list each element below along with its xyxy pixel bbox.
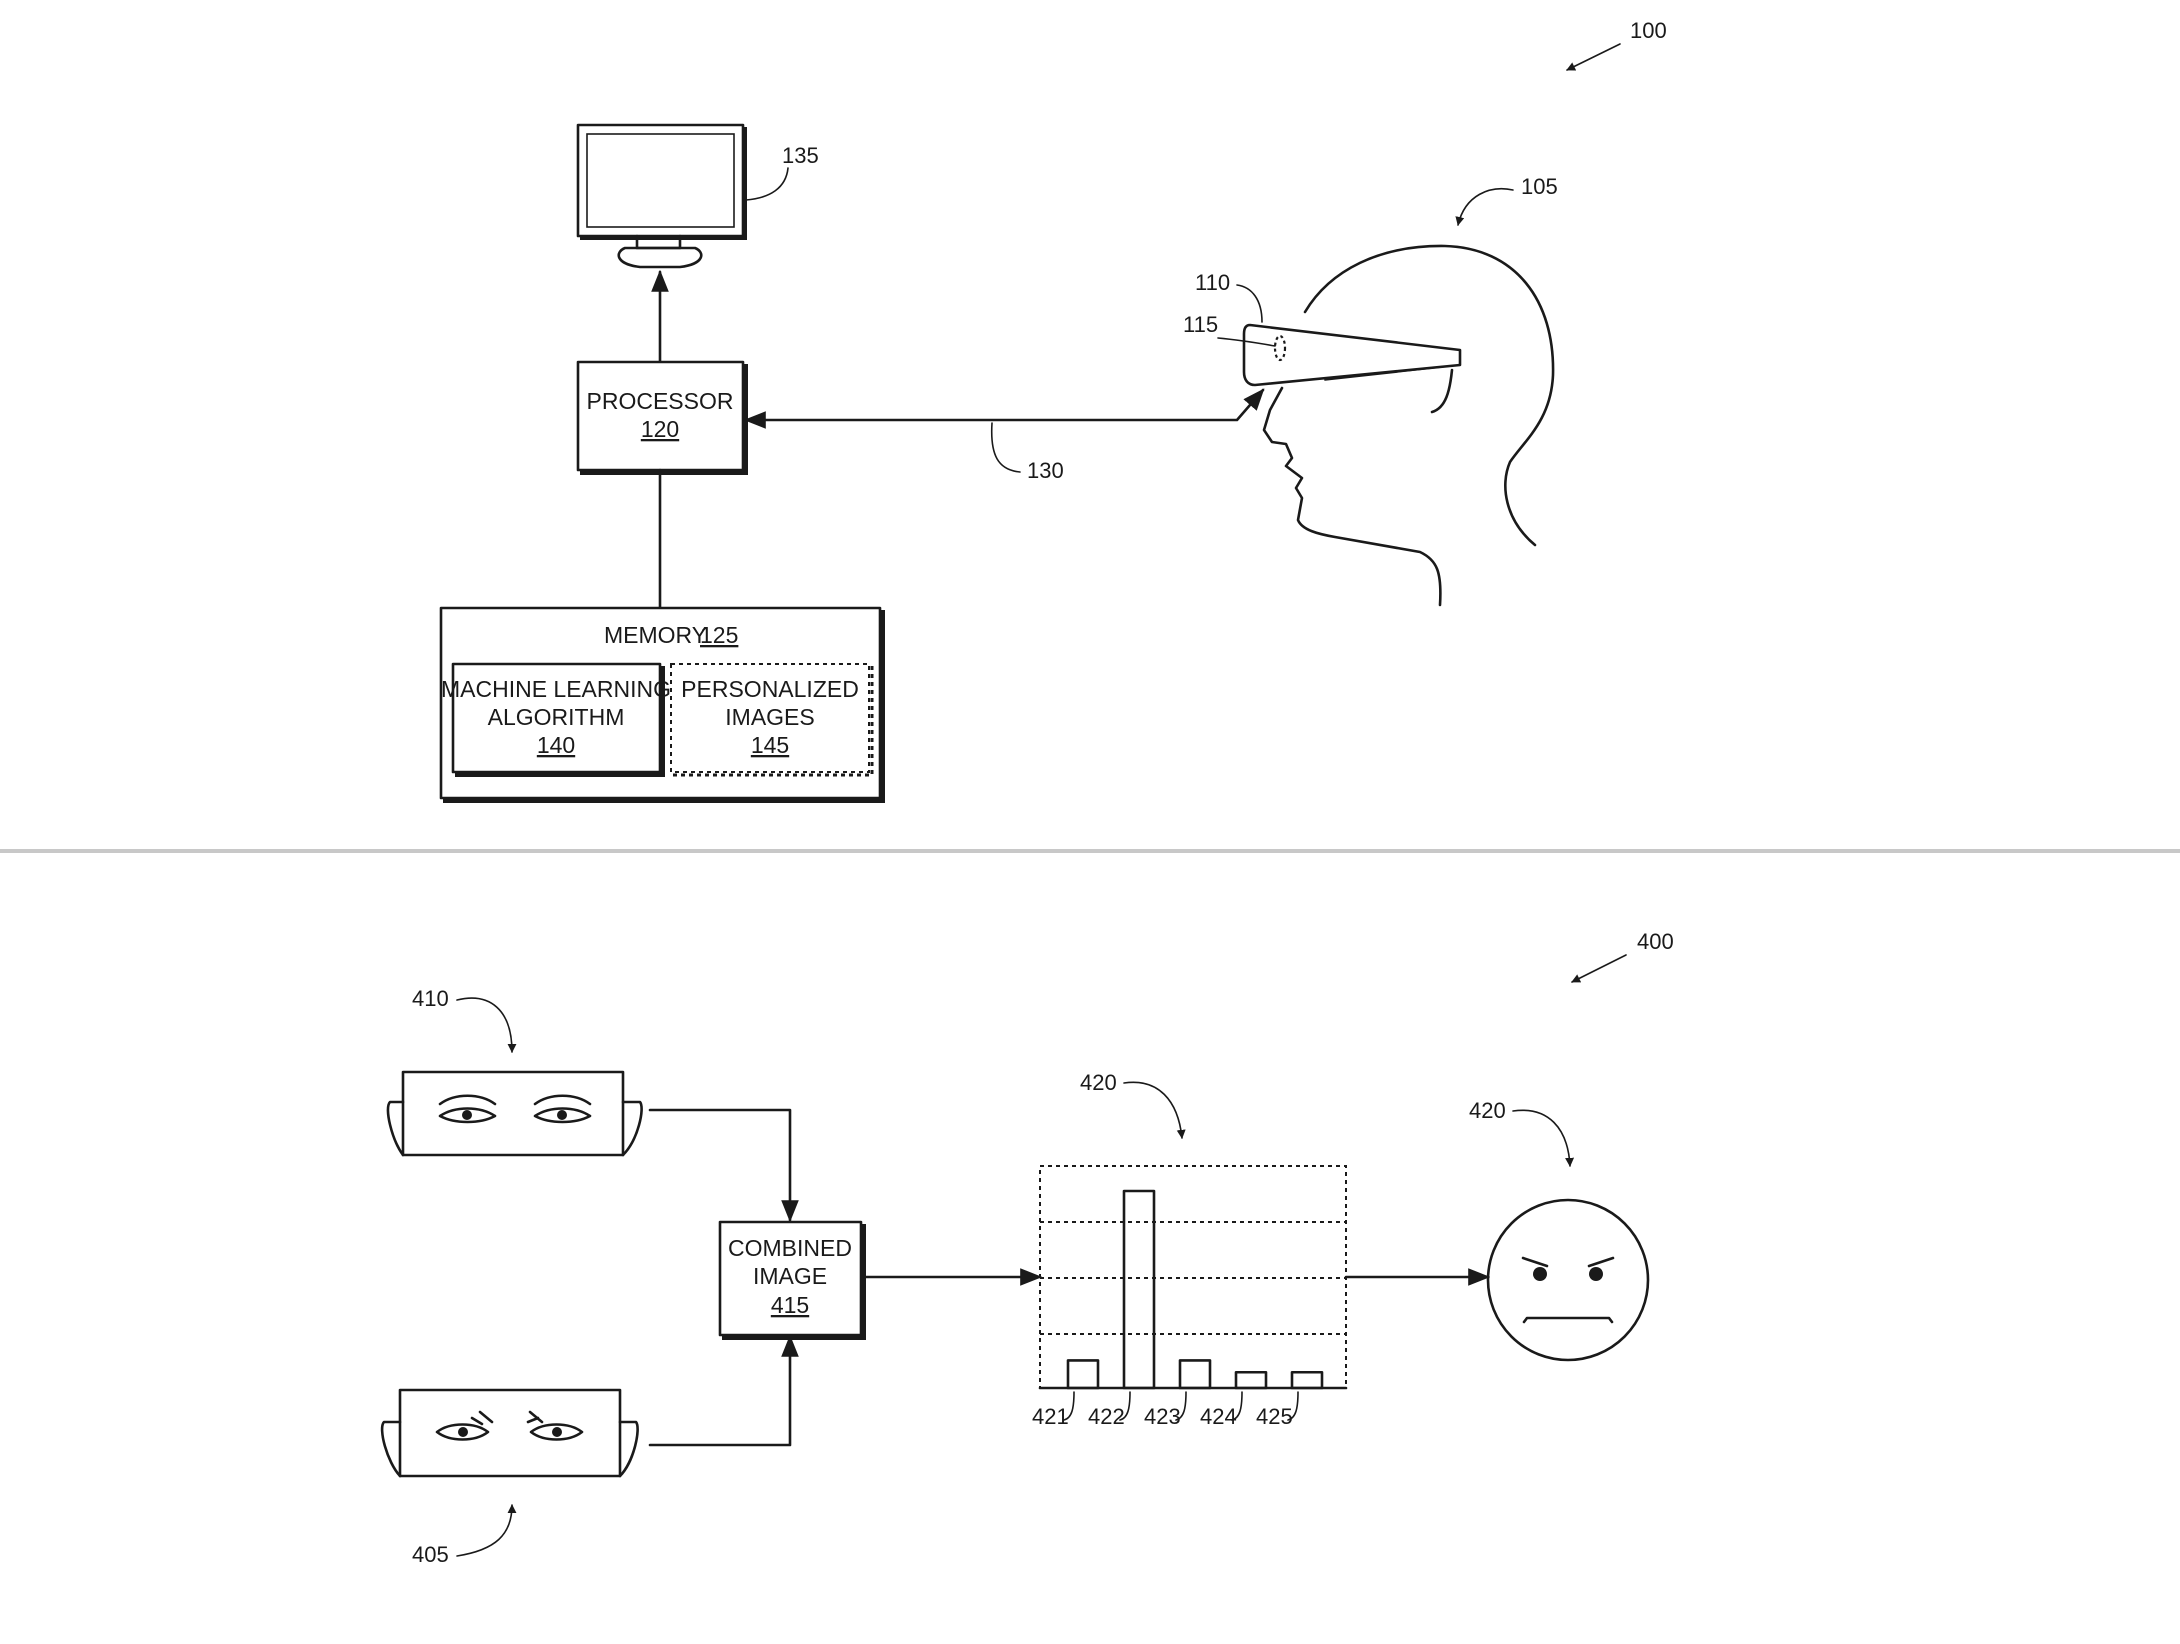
combined-image-line1: COMBINED — [728, 1235, 852, 1261]
combined-image-line2: IMAGE — [753, 1263, 827, 1289]
histogram-bar-422 — [1122, 1189, 1156, 1390]
histogram-bar-425 — [1290, 1370, 1324, 1390]
ref-420-result-label: 420 — [1469, 1098, 1506, 1123]
processor-label: PROCESSOR — [587, 388, 734, 414]
histogram-bar-421 — [1066, 1359, 1100, 1390]
image-410-to-combined-arrow — [648, 1108, 799, 1223]
histogram-bar-leader-424 — [1231, 1391, 1243, 1421]
ref-135-label: 135 — [782, 143, 819, 168]
personalized-images-box: PERSONALIZED IMAGES 145 — [670, 663, 874, 777]
ref-405-arrow — [456, 1504, 517, 1557]
ml-algorithm-line2: ALGORITHM — [488, 704, 625, 730]
processor-headset-link — [743, 388, 1265, 429]
combined-image-ref: 415 — [771, 1292, 809, 1318]
angry-face-result — [1486, 1198, 1650, 1362]
emotion-histogram: 421 422 423 424 425 — [1032, 1165, 1348, 1429]
user-head — [1242, 244, 1555, 607]
histogram-bar-label-425: 425 — [1256, 1404, 1293, 1429]
ref-130-label: 130 — [1027, 458, 1064, 483]
processor-ref: 120 — [641, 416, 679, 442]
eye-sensor-115 — [1273, 334, 1287, 362]
image-405-to-combined-arrow — [648, 1334, 799, 1447]
ref-400-arrow — [1571, 954, 1627, 983]
histogram-bar-leader-422 — [1119, 1391, 1131, 1421]
combined-image-box: COMBINED IMAGE 415 — [718, 1220, 866, 1340]
ref-130-leader — [990, 422, 1021, 473]
ref-420-histogram-label: 420 — [1080, 1070, 1117, 1095]
histogram-bar-label-421: 421 — [1032, 1404, 1069, 1429]
histogram-bar-leader-423 — [1175, 1391, 1187, 1421]
ml-algorithm-box: MACHINE LEARNING ALGORITHM 140 — [441, 662, 671, 777]
ref-105-label: 105 — [1521, 174, 1558, 199]
ref-115-leader — [1217, 337, 1276, 347]
ref-110-label: 110 — [1195, 270, 1230, 295]
ref-115-label: 115 — [1183, 312, 1218, 337]
ref-100-arrow — [1566, 43, 1621, 71]
figure-100: 100 135 PROCESSOR 120 MEMORY 125 — [439, 18, 1667, 803]
ref-420-histogram-arrow — [1123, 1081, 1186, 1139]
ref-105-arrow — [1455, 188, 1514, 226]
figure-400: 400 410 40 — [380, 929, 1674, 1567]
histogram-bar-424 — [1234, 1370, 1268, 1390]
ml-algorithm-line1: MACHINE LEARNING — [441, 676, 671, 702]
figure-divider — [0, 849, 2180, 853]
histogram-bar-label-424: 424 — [1200, 1404, 1237, 1429]
face-image-405 — [380, 1388, 639, 1478]
personalized-images-line2: IMAGES — [725, 704, 814, 730]
histogram-bar-label-423: 423 — [1144, 1404, 1181, 1429]
personalized-images-ref: 145 — [751, 732, 789, 758]
memory-label: MEMORY — [604, 622, 707, 648]
ml-algorithm-ref: 140 — [537, 732, 575, 758]
ref-405-label: 405 — [412, 1542, 449, 1567]
display-monitor — [576, 123, 747, 269]
ref-420-result-arrow — [1512, 1109, 1575, 1167]
ref-100-label: 100 — [1630, 18, 1667, 43]
histogram-bar-label-422: 422 — [1088, 1404, 1125, 1429]
processor-box: PROCESSOR 120 — [576, 360, 748, 475]
ref-135-leader — [745, 167, 789, 201]
face-image-410 — [386, 1070, 643, 1157]
memory-ref: 125 — [700, 622, 738, 648]
ref-110-leader — [1236, 284, 1263, 323]
histogram-bar-leader-425 — [1287, 1391, 1299, 1421]
histogram-bar-423 — [1178, 1359, 1212, 1390]
personalized-images-line1: PERSONALIZED — [681, 676, 859, 702]
ref-400-label: 400 — [1637, 929, 1674, 954]
ref-410-arrow — [456, 997, 517, 1053]
histogram-bar-leader-421 — [1063, 1391, 1075, 1421]
ref-410-label: 410 — [412, 986, 449, 1011]
